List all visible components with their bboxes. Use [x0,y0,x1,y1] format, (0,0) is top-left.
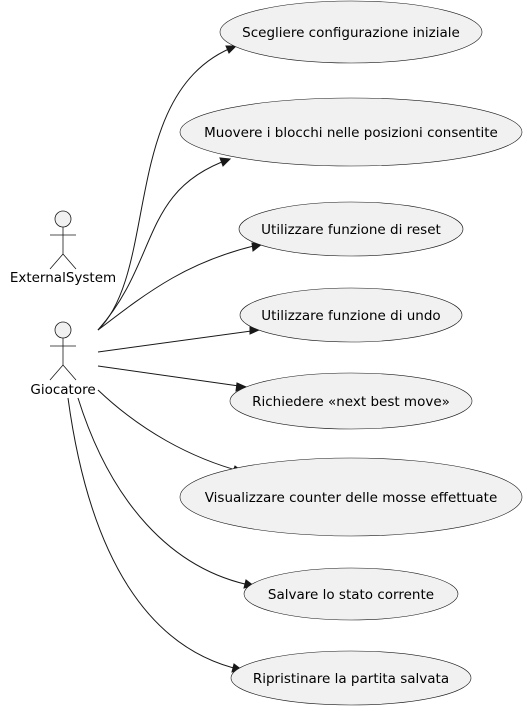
association-uc2 [97,158,231,331]
use-case-ellipse [238,201,464,257]
use-case-ellipse [243,567,459,621]
use-case-ellipse [229,372,473,430]
association-uc3 [97,243,263,331]
use-case-label: Utilizzare funzione di reset [261,222,441,238]
actor-label: Giocatore [30,382,95,398]
use-case-label: Muovere i blocchi nelle posizioni consen… [204,125,498,141]
association-uc8 [67,397,243,671]
arrowhead-uc1 [225,45,238,54]
actor-right-leg [62,253,77,270]
actor-external-system: ExternalSystem [10,210,116,286]
use-case-label: Utilizzare funzione di undo [261,308,440,324]
use-case-uc8: Ripristinare la partita salvata [230,650,472,706]
actor-left-leg [49,253,64,270]
arrowhead-uc2 [219,157,232,167]
use-case-ellipse [239,287,463,343]
use-case-label: Scegliere configurazione iniziale [242,25,460,41]
use-case-uc5: Richiedere «next best move» [229,372,473,430]
actor-head [54,321,72,339]
use-case-ellipse [219,0,483,64]
use-case-ellipse [179,457,523,537]
use-case-ellipse [230,650,472,706]
use-case-label: Richiedere «next best move» [252,394,450,410]
use-case-label: Ripristinare la partita salvata [253,671,449,687]
use-case-uc1: Scegliere configurazione iniziale [219,0,483,64]
use-case-uc4: Utilizzare funzione di undo [239,287,463,343]
associations [67,45,264,673]
association-uc4 [97,329,260,353]
use-case-uc6: Visualizzare counter delle mosse effettu… [179,457,523,537]
use-case-uc2: Muovere i blocchi nelle posizioni consen… [179,97,523,167]
use-case-label: Visualizzare counter delle mosse effettu… [205,490,498,506]
actor-head [54,210,72,228]
use-case-uc3: Utilizzare funzione di reset [238,201,464,257]
association-uc6 [97,389,244,473]
actor-left-leg [49,364,64,381]
actor-label: ExternalSystem [10,270,116,286]
actor-right-leg [62,364,77,381]
association-uc1 [97,45,237,331]
association-uc5 [97,365,247,388]
use-case-uc7: Salvare lo stato corrente [243,567,459,621]
use-case-ellipse [179,97,523,167]
use-case-label: Salvare lo stato corrente [268,587,434,603]
actor-giocatore: Giocatore [30,321,96,398]
association-uc7 [77,397,255,587]
